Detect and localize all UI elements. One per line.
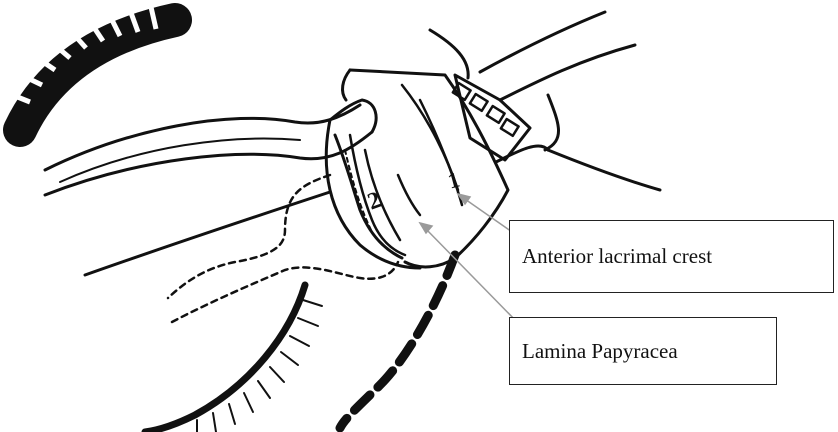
dashed-outlines: [168, 175, 455, 428]
lower-eyelid: [145, 285, 322, 432]
retractor-rake: [453, 75, 530, 160]
retractor: [430, 12, 660, 190]
lacrimal-structures: 2 1: [335, 85, 462, 258]
label-lamina-papyracea-text: Lamina Papyracea: [522, 339, 678, 364]
incision-outline: [85, 70, 508, 275]
label-anterior-lacrimal-crest: Anterior lacrimal crest: [509, 220, 834, 293]
marker-1: 1: [445, 167, 462, 194]
eyebrow: [5, 7, 175, 130]
label-anterior-lacrimal-crest-text: Anterior lacrimal crest: [522, 244, 712, 269]
arrowhead-lamina-papyracea: [420, 223, 432, 233]
label-lamina-papyracea: Lamina Papyracea: [509, 317, 777, 385]
